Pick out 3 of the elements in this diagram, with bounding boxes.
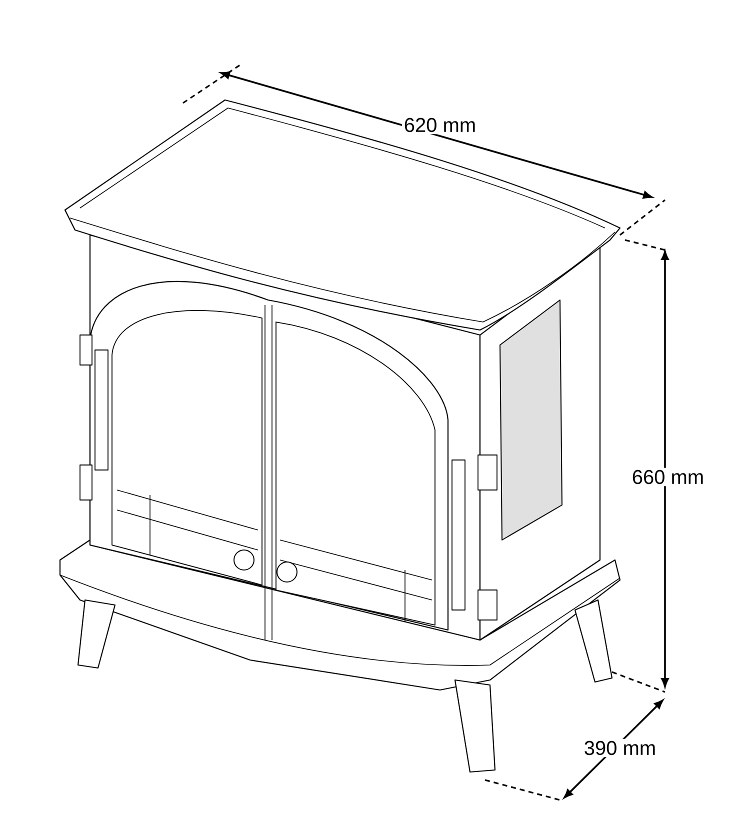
dimension-label: 620 mm <box>402 116 478 134</box>
dimension-label: 390 mm <box>582 738 658 758</box>
dimension-label: 660 mm <box>630 468 706 486</box>
